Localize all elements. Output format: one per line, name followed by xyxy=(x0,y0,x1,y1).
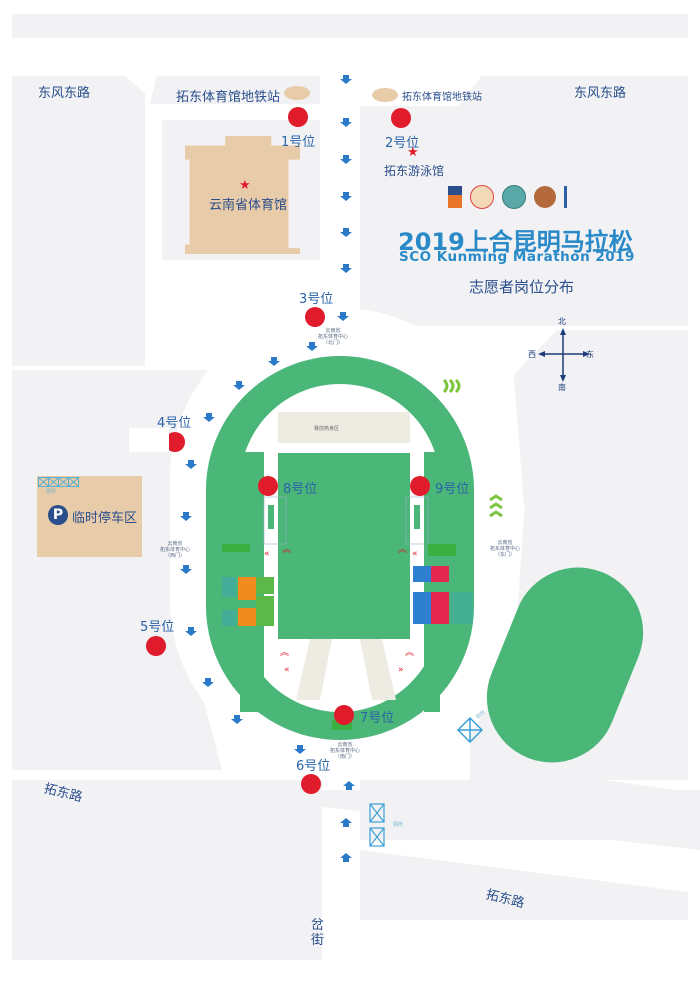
toilet-diamond-icon xyxy=(457,717,483,743)
post-4-label: 4号位 xyxy=(157,416,192,431)
post-6-label: 6号位 xyxy=(296,759,331,774)
post-6-marker[interactable] xyxy=(301,774,321,794)
post-5-marker[interactable] xyxy=(146,636,166,656)
post-3-label: 3号位 xyxy=(299,292,334,307)
svg-text:»: » xyxy=(398,665,404,675)
metro-icon-right xyxy=(372,88,398,102)
compass-arrows-icon xyxy=(538,328,590,382)
west-gate-label: 云南省 拓东体育中心 （西门） xyxy=(160,541,191,559)
sco-logo-icon xyxy=(502,185,526,209)
gym-star-icon: ★ xyxy=(239,178,251,193)
post-8-label: 8号位 xyxy=(283,482,318,497)
svg-text:︽: ︽ xyxy=(398,545,407,555)
toilet-south-icon xyxy=(369,803,385,847)
road-label-dongfeng-right: 东风东路 xyxy=(574,86,627,101)
compass: 北 南 西 东 xyxy=(528,317,602,392)
post-7-marker[interactable] xyxy=(334,705,354,725)
toilet-parking-icon xyxy=(38,477,79,487)
block-south-mid xyxy=(360,780,688,840)
post-1-label: 1号位 xyxy=(281,135,316,150)
post-4-road-stub xyxy=(129,428,169,452)
post-2-label: 2号位 xyxy=(385,136,420,151)
post-4-marker[interactable] xyxy=(165,432,185,452)
svg-text:︽: ︽ xyxy=(405,648,414,658)
toilet-parking-label: 厕所 xyxy=(46,489,57,495)
pool-label: 拓东游泳馆 xyxy=(384,164,445,178)
subtitle: 志愿者岗位分布 xyxy=(469,278,575,296)
pool-star-icon: ★ xyxy=(407,145,419,160)
svg-text:«: « xyxy=(284,665,290,675)
compass-south: 南 xyxy=(558,383,566,392)
svg-text:«: « xyxy=(412,549,418,559)
compass-west: 西 xyxy=(528,350,536,359)
svg-text:︽: ︽ xyxy=(282,545,291,555)
svg-text:«: « xyxy=(264,549,270,559)
post-7-label: 7号位 xyxy=(360,711,395,726)
title-cn: 2019上合昆明马拉松 xyxy=(398,228,633,256)
title-en: SCO Kunming Marathon 2019 xyxy=(399,249,635,265)
toilet-south-label: 厕所 xyxy=(393,822,404,828)
metro-icon-left xyxy=(284,86,310,100)
cn-association-logo-icon xyxy=(470,185,494,209)
warmup-area-label: 赛前热身区 xyxy=(314,426,340,432)
road-label-chajie: 岔街 xyxy=(311,918,325,948)
post-8-marker[interactable] xyxy=(258,476,278,496)
parking-p-icon: P xyxy=(48,505,68,525)
post-2-marker[interactable] xyxy=(391,108,411,128)
south-gate-label: 云南省 拓东体育中心 （南门） xyxy=(330,742,361,760)
post-9-label: 9号位 xyxy=(435,482,470,497)
post-3-marker[interactable] xyxy=(305,307,325,327)
post-1-marker[interactable] xyxy=(288,107,308,127)
post-9-marker[interactable] xyxy=(410,476,430,496)
road-label-dongfeng-left: 东风东路 xyxy=(38,86,91,101)
top-banner xyxy=(12,14,688,38)
parking-label: 临时停车区 xyxy=(72,511,138,526)
marathon-logo-icon xyxy=(564,186,581,208)
logo-row xyxy=(448,183,608,211)
compass-east: 东 xyxy=(586,350,594,359)
stadium: « ︽ ︽ « ︽ ︽ « » xyxy=(160,300,520,780)
svg-text:︽: ︽ xyxy=(280,648,289,658)
caa-logo-icon xyxy=(534,186,556,208)
iaaf-logo-icon xyxy=(448,186,462,208)
yunnan-gym-label: 云南省体育馆 xyxy=(209,198,288,213)
east-gate-label: 云南省 拓东体育中心 （东门） xyxy=(490,540,521,558)
compass-north: 北 xyxy=(558,317,566,326)
post-5-label: 5号位 xyxy=(140,620,175,635)
north-gate-label: 云南省 拓东体育中心 （北门） xyxy=(318,328,349,346)
block-northwest xyxy=(12,76,145,366)
metro-station-left: 拓东体育馆地铁站 xyxy=(176,90,281,105)
metro-station-right: 拓东体育馆地铁站 xyxy=(402,92,482,103)
yunnan-gym-building xyxy=(185,136,300,254)
